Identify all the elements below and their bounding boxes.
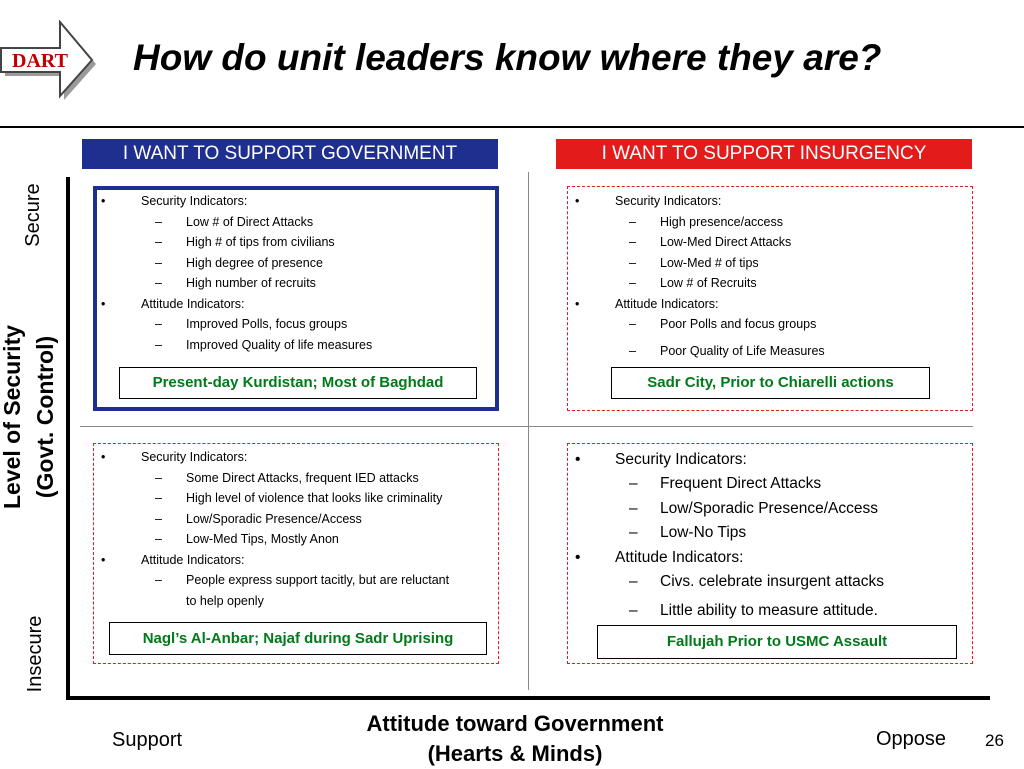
example-label-secure-support: Present-day Kurdistan; Most of Baghdad (119, 367, 477, 399)
horizontal-divider (80, 426, 973, 427)
y-axis-title-line1: Level of Security (0, 324, 25, 510)
x-axis-title-line1: Attitude toward Government (366, 711, 664, 736)
x-axis-title: Attitude toward Government (Hearts & Min… (300, 709, 730, 769)
quadrant-insecure-support (93, 443, 499, 664)
example-label-secure-oppose: Sadr City, Prior to Chiarelli actions (611, 367, 930, 399)
page-title: How do unit leaders know where they are? (133, 37, 882, 78)
x-axis-oppose-label: Oppose (876, 728, 947, 750)
y-axis-line (66, 177, 70, 700)
example-label-insecure-oppose: Fallujah Prior to USMC Assault (597, 625, 957, 659)
quadrant-secure-support (93, 186, 499, 411)
arrow-logo-icon: DART (0, 19, 96, 100)
quadrant-secure-oppose (567, 186, 973, 411)
y-axis-title: Level of Security (Govt. Control) (0, 297, 66, 537)
y-axis-insecure-label: Insecure (24, 615, 46, 693)
x-axis-title-line2: (Hearts & Minds) (427, 741, 603, 766)
example-label-insecure-support: Nagl’s Al-Anbar; Najaf during Sadr Upris… (109, 622, 487, 655)
y-axis-title-line2: (Govt. Control) (32, 335, 58, 499)
header-support-government: I WANT TO SUPPORT GOVERNMENT (82, 139, 498, 169)
x-axis-line (66, 696, 990, 700)
logo-text: DART (12, 50, 69, 72)
page-number: 26 (985, 731, 1004, 750)
vertical-divider (528, 172, 529, 690)
quadrant-insecure-oppose (567, 443, 973, 664)
header-support-insurgency: I WANT TO SUPPORT INSURGENCY (556, 139, 972, 169)
dart-logo: DART (0, 19, 100, 104)
title-rule (0, 126, 1024, 128)
x-axis-support-label: Support (112, 729, 183, 751)
y-axis-secure-label: Secure (22, 183, 44, 247)
